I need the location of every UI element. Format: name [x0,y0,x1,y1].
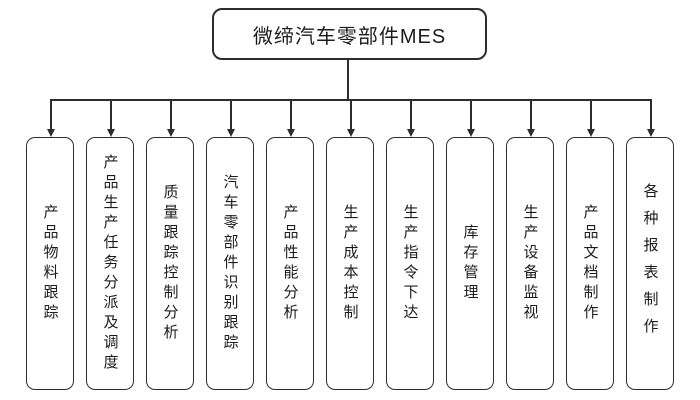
child-node-5: 产品性能分析 [266,137,314,390]
arrow-down-icon [46,129,55,137]
branch-line [410,99,412,130]
arrow-down-icon [466,129,475,137]
branch-line [170,99,172,130]
child-node-8: 库存管理 [446,137,494,390]
child-node-2: 产品生产任务分派及调度 [86,137,134,390]
node-label: 库存管理 [461,223,479,304]
arrow-down-icon [226,129,235,137]
arrow-down-icon [166,129,175,137]
branch-line [590,99,592,130]
arrow-down-icon [526,129,535,137]
arrow-down-icon [586,129,595,137]
node-label: 汽车零部件识别跟踪 [221,173,239,354]
child-node-9: 生产设备监视 [506,137,554,390]
branch-line [470,99,472,130]
node-label: 产品性能分析 [281,203,299,324]
arrow-down-icon [406,129,415,137]
node-label: 产品文档制作 [581,203,599,324]
child-node-4: 汽车零部件识别跟踪 [206,137,254,390]
node-label: 生产指令下达 [401,203,419,324]
child-node-10: 产品文档制作 [566,137,614,390]
root-node: 微缔汽车零部件MES [212,8,487,60]
branch-line [350,99,352,130]
branch-line [110,99,112,130]
arrow-down-icon [286,129,295,137]
children-row: 产品物料跟踪 产品生产任务分派及调度 质量跟踪控制分析 汽车零部件识别跟踪 产品… [26,137,674,390]
child-node-7: 生产指令下达 [386,137,434,390]
root-node-label: 微缔汽车零部件MES [252,25,447,48]
branch-line [50,99,52,130]
node-label: 产品物料跟踪 [41,203,59,324]
node-label: 质量跟踪控制分析 [161,183,179,344]
arrow-down-icon [646,129,655,137]
branch-line [230,99,232,130]
child-node-3: 质量跟踪控制分析 [146,137,194,390]
branch-line [650,99,652,130]
node-label: 产品生产任务分派及调度 [101,153,119,374]
arrow-down-icon [106,129,115,137]
node-label: 各种报表制作 [641,182,659,345]
child-node-6: 生产成本控制 [326,137,374,390]
trunk-line [347,58,349,101]
child-node-11: 各种报表制作 [626,137,674,390]
branch-line [530,99,532,130]
branch-line [290,99,292,130]
node-label: 生产设备监视 [521,203,539,324]
node-label: 生产成本控制 [341,203,359,324]
arrow-down-icon [346,129,355,137]
child-node-1: 产品物料跟踪 [26,137,74,390]
